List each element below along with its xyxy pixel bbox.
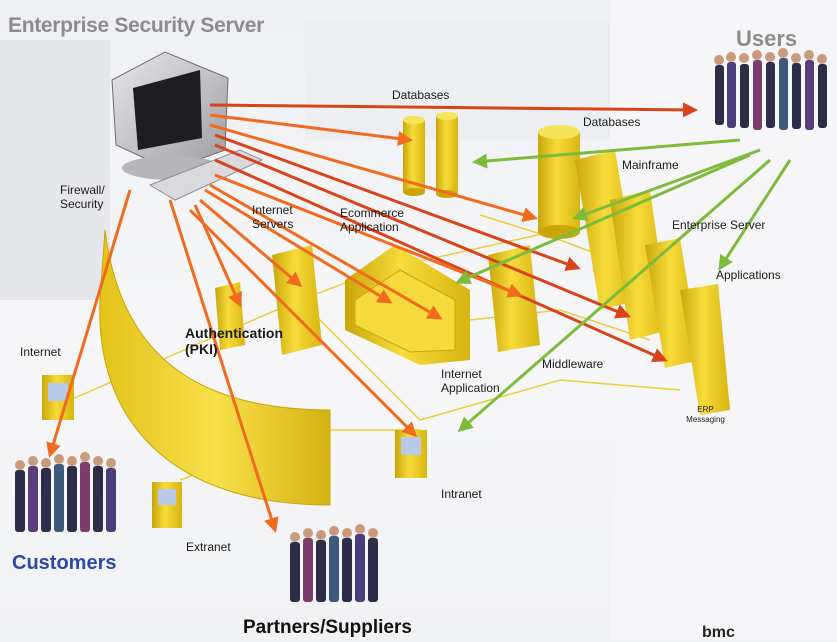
ecommerce-label: Ecommerce Application [340,206,405,234]
authentication-label: Authentication (PKI) [185,325,283,357]
internet-application-label: Internet Application [441,367,500,395]
internet-label: Internet [20,345,61,359]
database-cylinders-top [403,112,458,198]
outbound-arrows [46,102,698,533]
extranet-label: Extranet [186,540,231,554]
intranet-label: Intranet [441,487,482,501]
middleware-tower [488,245,540,352]
database-cylinder-right [538,125,580,239]
internet-servers-label: Internet Servers [252,203,294,231]
mainframe-towers [575,150,730,415]
customers-group-label: Customers [12,552,117,574]
mainframe-label: Mainframe [622,158,679,172]
firewall-wall [99,229,331,506]
middleware-label: Middleware [542,357,604,371]
firewall-label: Firewall/ Security [60,183,105,211]
user-arrows [455,138,792,432]
partners-group-label: Partners/Suppliers [243,617,412,638]
users-group-label: Users [736,26,798,51]
erp-messaging-label: ERP Messaging [686,405,725,424]
page-title: Enterprise Security Server [8,14,265,37]
internet-terminal [42,375,74,420]
enterprise-server-label: Enterprise Server [672,218,766,232]
ecommerce-platform [345,245,470,365]
databases-top-label: Databases [392,88,450,102]
security-server-computer [111,51,264,201]
intranet-terminal [395,430,427,478]
partners-people-group [290,524,378,602]
background-panel-left [0,40,110,300]
background-panel-center [305,20,615,140]
users-people-group [714,48,827,130]
bmc-logo: bmc [702,624,735,641]
databases-right-label: Databases [583,115,641,129]
applications-label: Applications [716,268,781,282]
extranet-terminal [152,482,182,528]
customers-people-group [15,452,116,532]
